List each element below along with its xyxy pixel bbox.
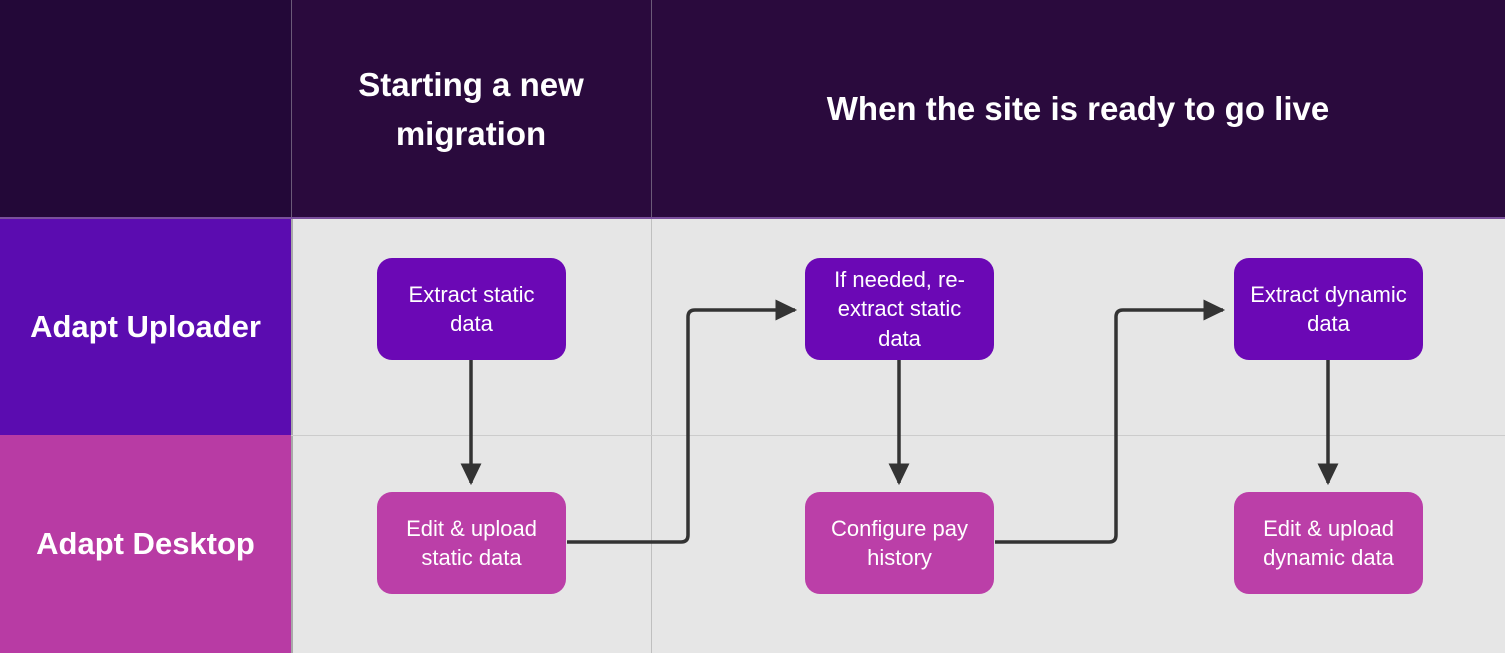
diagram-header-band: Starting a new migration When the site i…	[0, 0, 1505, 219]
header-corner-cell	[0, 0, 291, 218]
connector-edit-upload-static-to-re-extract-static	[567, 299, 798, 544]
node-extract-static-data[interactable]: Extract static data	[377, 258, 566, 360]
header-column-starting-a-new-migration: Starting a new migration	[358, 65, 584, 153]
header-bottom-divider	[0, 217, 1505, 219]
row-label-adapt-desktop: Adapt Desktop	[0, 435, 291, 653]
node-re-extract-static-data[interactable]: If needed, re-extract static data	[805, 258, 994, 360]
node-extract-dynamic-data[interactable]: Extract dynamic data	[1234, 258, 1423, 360]
body-row-divider	[291, 435, 1505, 436]
node-edit-upload-static-data[interactable]: Edit & upload static data	[377, 492, 566, 594]
header-divider-right	[651, 0, 652, 218]
row-label-adapt-uploader: Adapt Uploader	[0, 219, 291, 435]
node-configure-pay-history[interactable]: Configure pay history	[805, 492, 994, 594]
body-divider-right	[651, 219, 652, 653]
body-divider-left	[291, 219, 293, 653]
header-divider-left	[291, 0, 292, 218]
node-edit-upload-dynamic-data[interactable]: Edit & upload dynamic data	[1234, 492, 1423, 594]
header-column-when-the-site-is-ready-to-go-live: When the site is ready to go live	[826, 90, 1330, 128]
connector-configure-pay-history-to-extract-dynamic	[995, 299, 1226, 544]
